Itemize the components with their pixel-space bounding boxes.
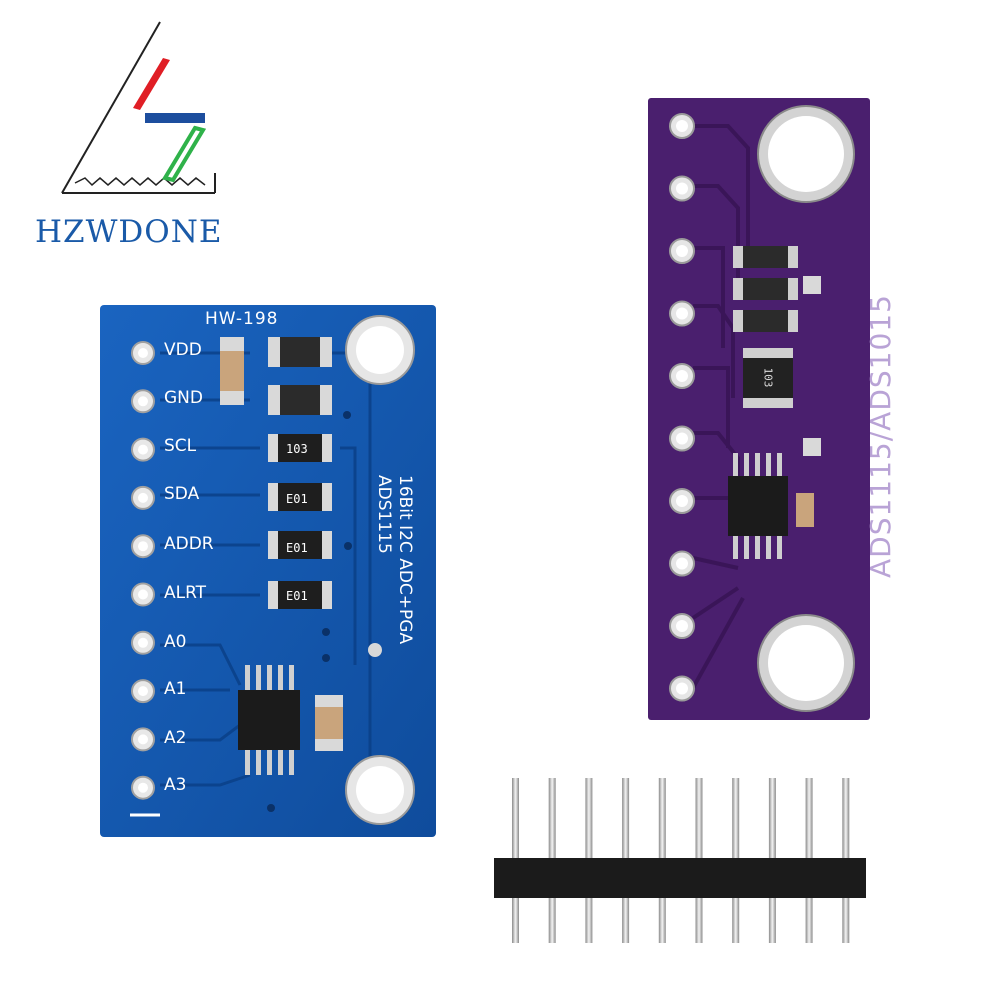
pin-header-graphic bbox=[494, 778, 866, 943]
pin-label-a3: A3 bbox=[164, 775, 187, 795]
pin-header bbox=[490, 770, 870, 945]
logo-mark bbox=[61, 21, 216, 194]
board-model-label: HW-198 bbox=[205, 309, 279, 329]
brand-name: HZWDONE bbox=[35, 214, 223, 250]
pin-label-sda: SDA bbox=[164, 484, 200, 504]
blue-board-graphic bbox=[100, 305, 436, 837]
pin-label-a0: A0 bbox=[164, 632, 187, 652]
board-description: 16Bit I2C ADC+PGA ADS1115 bbox=[373, 475, 415, 644]
pin-label-a2: A2 bbox=[164, 728, 187, 748]
pin-label-a1: A1 bbox=[164, 679, 187, 699]
pin-label-gnd: GND bbox=[164, 388, 203, 408]
smd-resistor bbox=[268, 531, 332, 559]
resistor-code-alrt: E01 bbox=[286, 589, 308, 603]
resistor-code-addr: E01 bbox=[286, 541, 308, 555]
smd-resistor bbox=[268, 581, 332, 609]
smd-resistor bbox=[268, 483, 332, 511]
purple-resistor-code: 103 bbox=[761, 367, 775, 388]
board-description-line1: 16Bit I2C ADC+PGA bbox=[395, 475, 415, 645]
purple-board-label: ADS1115/ADS1015 bbox=[864, 294, 897, 578]
purple-adc-board: 103 ADS1115/ADS1015 bbox=[648, 98, 897, 720]
pin-label-addr: ADDR bbox=[164, 534, 214, 554]
resistor-code-sda: E01 bbox=[286, 492, 308, 506]
blue-adc-board: HW-198 VDD GND SCL SDA ADDR ALRT A0 A1 A… bbox=[100, 305, 436, 837]
board-description-line2: ADS1115 bbox=[374, 475, 394, 554]
pin-label-alrt: ALRT bbox=[164, 583, 207, 603]
pin-label-scl: SCL bbox=[164, 436, 197, 456]
purple-board-graphic bbox=[648, 98, 870, 720]
brand-logo: HZWDONE bbox=[30, 18, 260, 258]
smd-resistor bbox=[268, 434, 332, 462]
resistor-code-scl: 103 bbox=[286, 442, 308, 456]
pin-label-vdd: VDD bbox=[164, 340, 202, 360]
